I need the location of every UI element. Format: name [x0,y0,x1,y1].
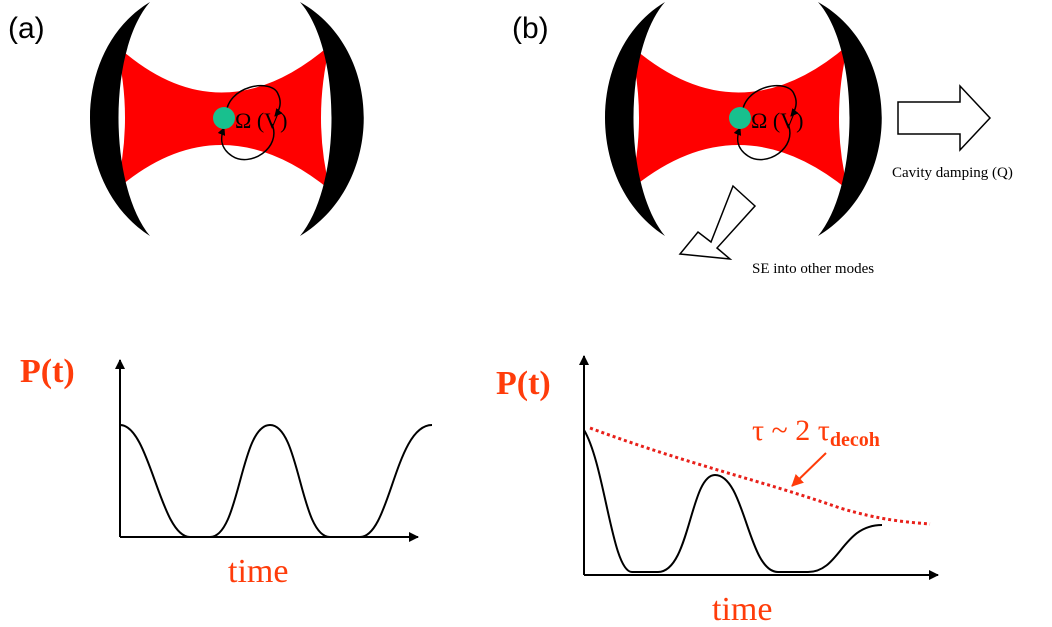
cavity-damping-label: Cavity damping (Q) [892,165,1013,181]
damped-rabi-curve-b [583,429,883,573]
atom-a [213,107,235,129]
se-label: SE into other modes [752,261,874,277]
left-mirror-a [90,2,150,236]
right-mirror-a [300,2,364,236]
cavity-damping-arrow [897,84,992,152]
tau-annotation-main: τ ~ 2 τ [752,414,830,447]
panel-label-b: (b) [512,12,549,45]
cavity-a: (a) Ω (V) [8,2,364,236]
rabi-label-a: Ω (V) [235,108,287,133]
left-mirror-b [605,2,665,236]
rabi-loop-top-b [741,85,799,117]
x-axis-label-a: time [228,553,288,590]
x-axis-label-b: time [712,591,772,627]
rabi-loop-bottom-b [733,123,791,161]
se-arrow [678,184,757,260]
rabi-curve-a [119,423,433,538]
right-mirror-b [818,2,882,236]
cavity-b: (b) Ω (V) Cavity damping (Q) SE into oth… [512,2,1013,277]
tau-annotation: τ ~ 2 τdecoh [752,414,880,451]
panel-label-a: (a) [8,12,45,45]
rabi-loop-top-a [225,85,283,117]
decay-envelope-b [589,426,931,526]
atom-b [729,107,751,129]
rabi-label-b: Ω (V) [751,108,803,133]
plot-b: P(t) time τ ~ 2 τdecoh [496,355,939,627]
tau-annotation-sub: decoh [830,429,880,451]
tau-pointer-arrow [791,452,827,487]
rabi-loop-bottom-a [217,123,275,161]
plot-a: P(t) time [20,353,433,590]
y-axis-label-a: P(t) [20,353,75,390]
y-axis-label-b: P(t) [496,365,551,402]
